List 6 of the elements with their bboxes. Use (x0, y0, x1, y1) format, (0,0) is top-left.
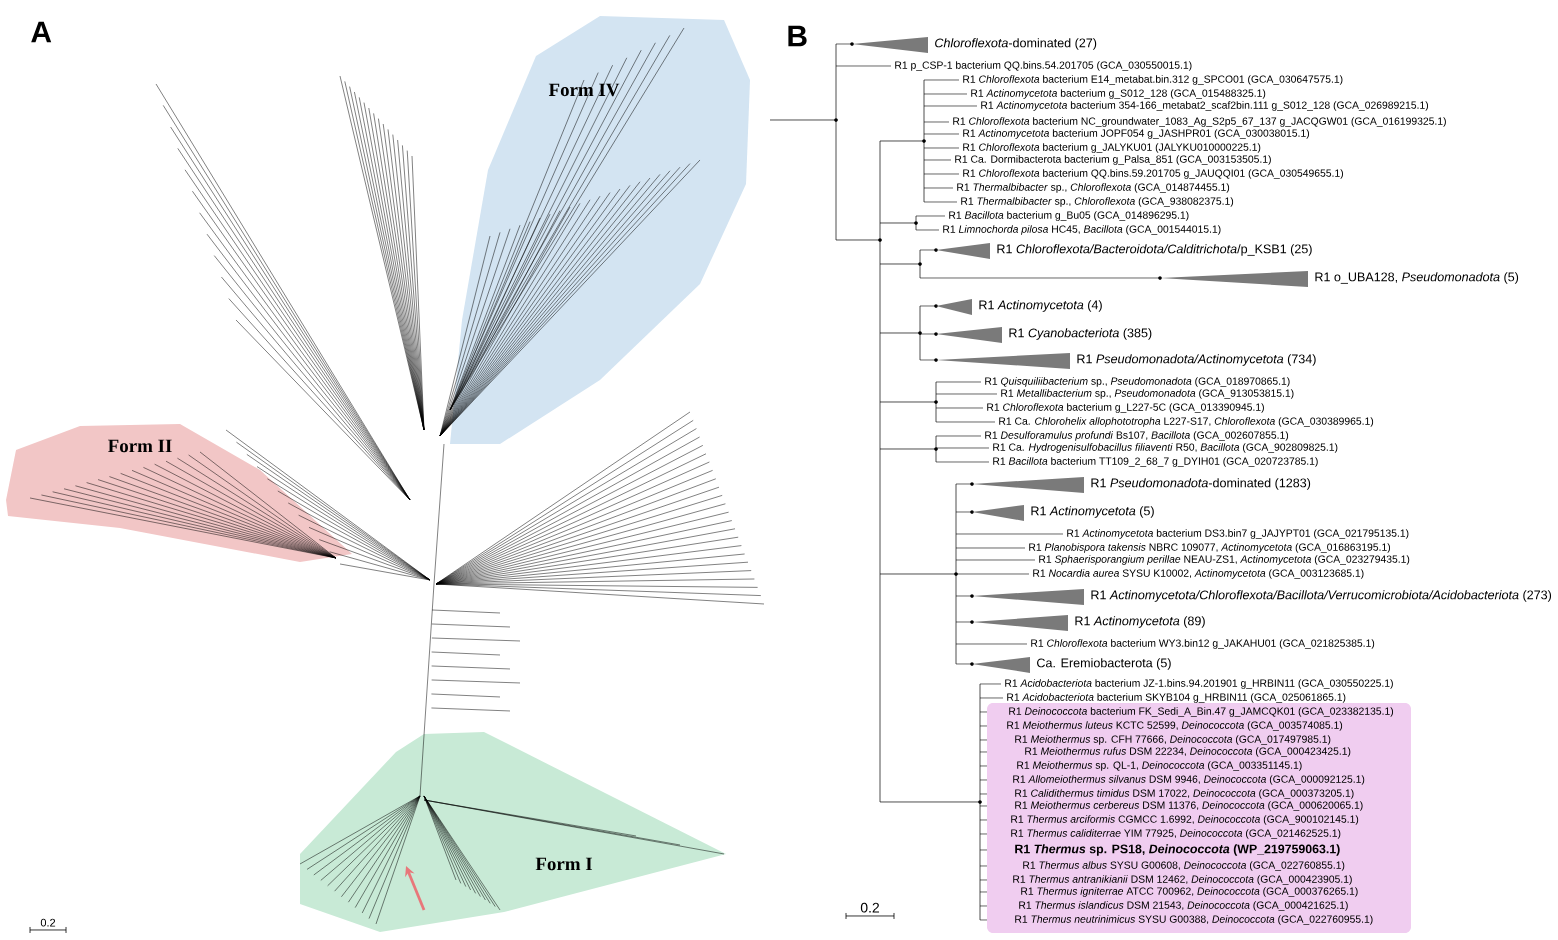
clade-region: Form II (6, 424, 352, 562)
clade-region: Form I (300, 732, 726, 932)
panel-letter: A (31, 21, 52, 43)
clade-region: Form IV (450, 16, 750, 444)
panel-letter: B (788, 25, 807, 47)
highlight-band (987, 703, 1411, 933)
